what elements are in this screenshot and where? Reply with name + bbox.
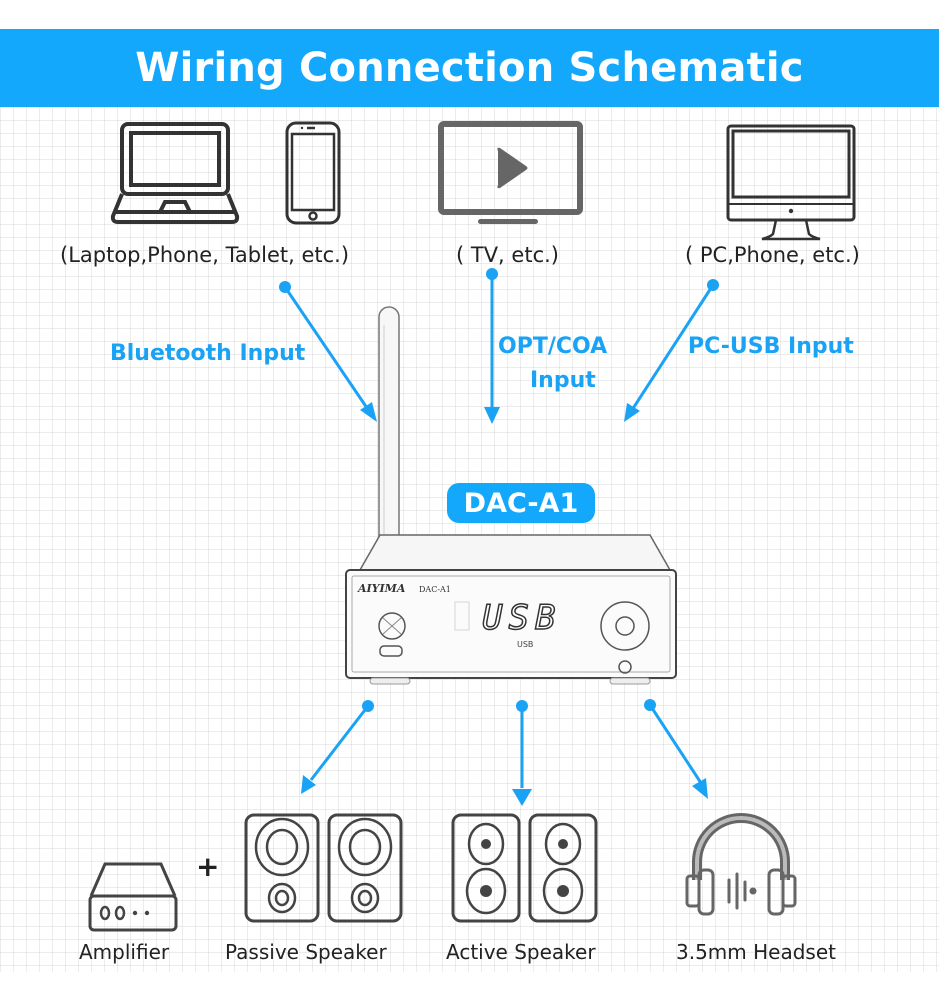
opt-coa-input-label-line2: Input xyxy=(530,368,596,393)
source-caption-tv: ( TV, etc.) xyxy=(456,243,559,267)
passive-speaker-label: Passive Speaker xyxy=(225,940,387,964)
tv-play-icon xyxy=(438,121,583,224)
desktop-monitor-icon xyxy=(726,124,856,241)
source-caption-pc: ( PC,Phone, etc.) xyxy=(685,243,860,267)
amplifier-label: Amplifier xyxy=(79,940,170,964)
source-caption-mobile: (Laptop,Phone, Tablet, etc.) xyxy=(60,243,350,267)
amplifier-arrow xyxy=(301,700,374,794)
device-display-sub: USB xyxy=(517,640,534,649)
headset-arrow xyxy=(644,699,708,799)
bluetooth-input-label: Bluetooth Input xyxy=(110,341,306,366)
phone-icon xyxy=(285,121,341,225)
antenna xyxy=(378,306,400,564)
laptop-icon xyxy=(110,122,240,224)
active-speaker-icon xyxy=(451,813,598,923)
page-title: Wiring Connection Schematic xyxy=(135,45,804,91)
plus-sign: + xyxy=(196,850,220,883)
passive-speaker-icon xyxy=(244,813,403,923)
pc-usb-input-label: PC-USB Input xyxy=(688,334,854,359)
opt-coa-input-label-line1: OPT/COA xyxy=(498,334,608,359)
headphones-icon xyxy=(685,813,797,916)
model-badge: DAC-A1 xyxy=(447,483,595,523)
pc-usb-arrow xyxy=(624,279,719,422)
active-speaker-arrow xyxy=(512,700,532,806)
active-speaker-label: Active Speaker xyxy=(446,940,596,964)
opt-coa-arrow xyxy=(484,268,500,424)
device-model-print: DAC-A1 xyxy=(419,585,451,594)
headset-label: 3.5mm Headset xyxy=(676,940,836,964)
title-banner: Wiring Connection Schematic xyxy=(0,29,939,107)
bluetooth-arrow xyxy=(279,281,377,422)
device-display: USB xyxy=(481,597,562,639)
dac-a1-device xyxy=(345,534,677,685)
device-brand: AIYIMA xyxy=(358,582,406,595)
amplifier-icon xyxy=(88,862,178,932)
